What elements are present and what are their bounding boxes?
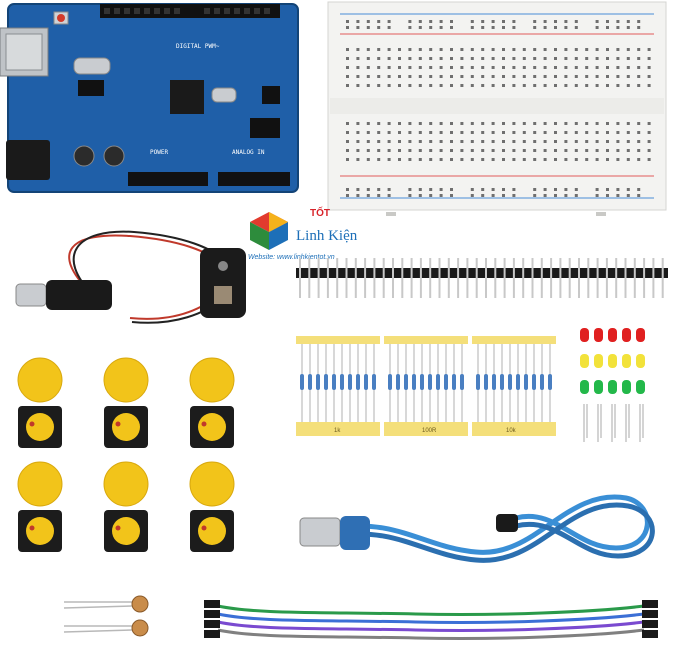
breadboard [327, 1, 667, 216]
logo-cube-icon [250, 212, 288, 250]
battery-clip-dc-cable [15, 230, 246, 324]
resistor-label-100r: 100R [422, 428, 437, 434]
led-set [580, 328, 645, 442]
resistor-label-1k: 1k [334, 428, 341, 434]
jumper-wires [204, 600, 658, 641]
usb-cable [299, 494, 655, 563]
digital-label: DIGITAL PWM~ [176, 43, 220, 50]
logo-top-text: TỐT [310, 208, 330, 219]
brand-logo: TỐT Linh Kiện Website: www.linhkientot.v… [248, 208, 368, 268]
pin-header-strip [296, 258, 668, 298]
arduino-uno-board: DIGITAL PWM~ POWER ANALOG IN [0, 3, 299, 193]
photoresistors [63, 595, 149, 637]
tactile-buttons [17, 357, 235, 552]
resistor-label-10k: 10k [506, 428, 516, 434]
power-label: POWER [150, 149, 168, 156]
logo-brand-text: Linh Kiện [296, 228, 358, 244]
logo-website-text: Website: www.linhkientot.vn [248, 254, 335, 261]
analog-label: ANALOG IN [232, 149, 265, 156]
resistor-packs: 1k 100R 10k [296, 330, 558, 442]
